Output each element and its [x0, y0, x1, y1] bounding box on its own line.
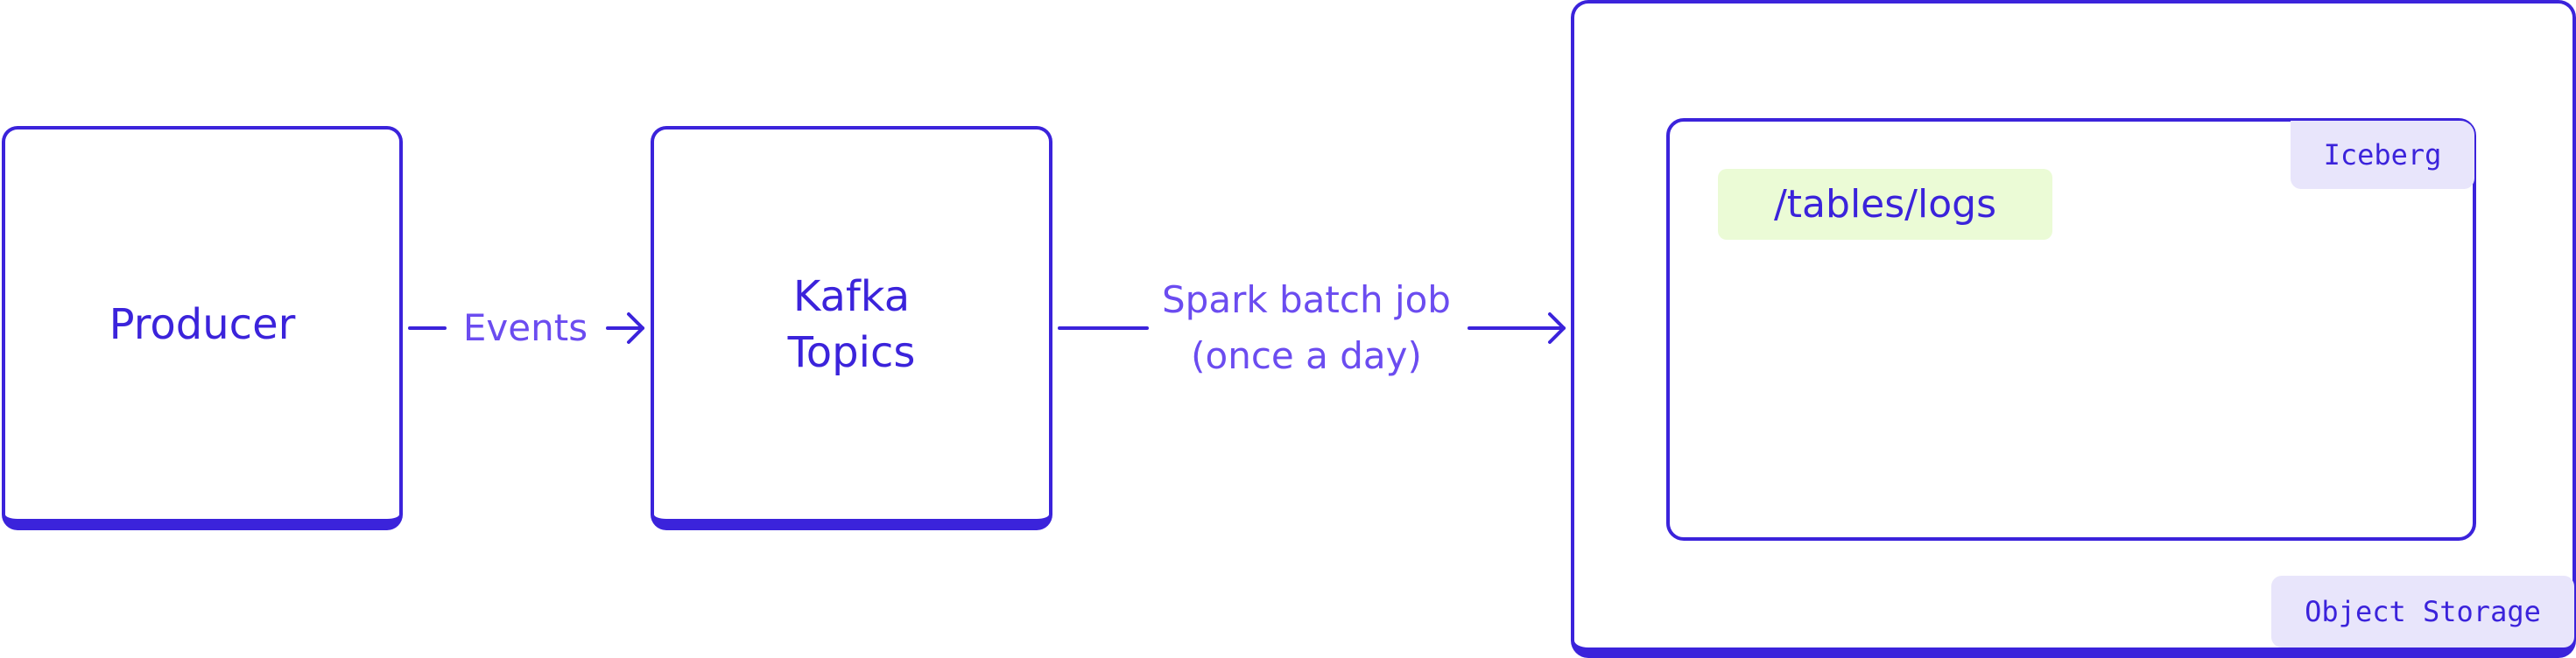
- spark-batch-job-label: Spark batch job (once a day): [1162, 278, 1451, 377]
- producer-label: Producer: [109, 299, 296, 349]
- iceberg-tag: Iceberg: [2291, 121, 2474, 189]
- object-storage-tag: Object Storage: [2271, 576, 2574, 648]
- producer-node: Producer: [2, 126, 403, 530]
- kafka-topics-label: Kafka Topics: [787, 271, 916, 377]
- events-edge-label: Events: [462, 306, 588, 349]
- spark-arrow-right-icon: [1467, 312, 1566, 344]
- events-arrow-right-icon: [606, 312, 644, 344]
- kafka-topics-node: Kafka Topics: [651, 126, 1052, 530]
- tables-logs-path: /tables/logs: [1718, 169, 2052, 240]
